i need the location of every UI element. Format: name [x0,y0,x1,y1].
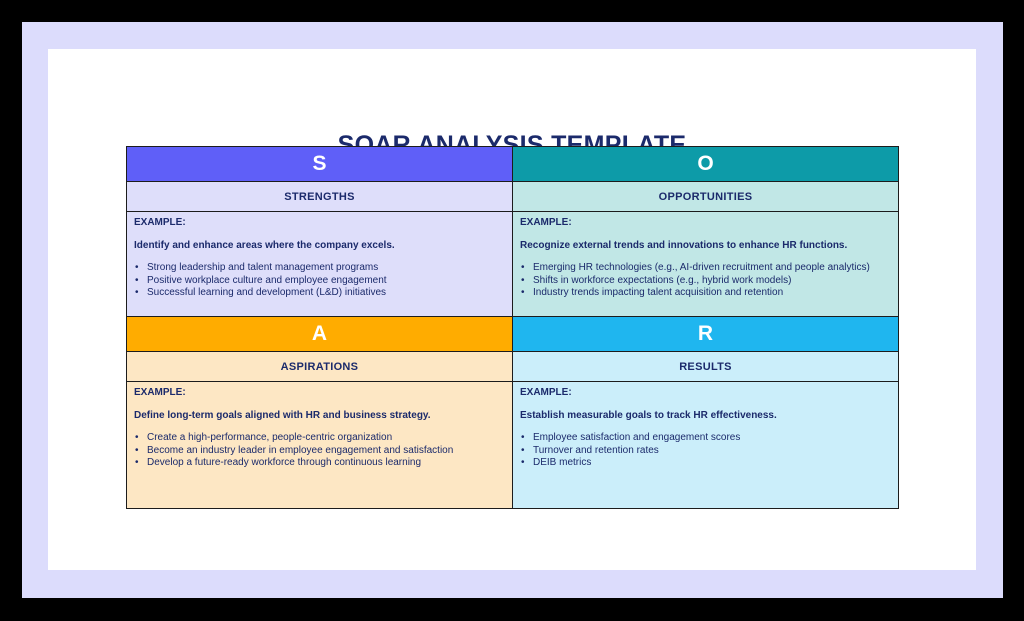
results-bullet-list: Employee satisfaction and engagement sco… [520,432,891,470]
results-label: RESULTS [513,352,898,382]
list-item: Successful learning and development (L&D… [134,287,505,300]
list-item: Turnover and retention rates [520,445,891,458]
list-item: Create a high-performance, people-centri… [134,432,505,445]
list-item: DEIB metrics [520,457,891,470]
aspirations-letter-header: A [127,317,513,352]
list-item: Develop a future-ready workforce through… [134,457,505,470]
list-item: Emerging HR technologies (e.g., AI-drive… [520,262,891,275]
list-item: Strong leadership and talent management … [134,262,505,275]
results-letter-header: R [513,317,898,352]
strengths-letter-header: S [127,147,513,182]
opportunities-label: OPPORTUNITIES [513,182,898,212]
strengths-bullet-list: Strong leadership and talent management … [134,262,505,300]
aspirations-example-label: EXAMPLE: [134,387,186,398]
aspirations-bullet-list: Create a high-performance, people-centri… [134,432,505,470]
results-description: Establish measurable goals to track HR e… [520,410,777,421]
list-item: Positive workplace culture and employee … [134,275,505,288]
strengths-description: Identify and enhance areas where the com… [134,240,395,251]
list-item: Employee satisfaction and engagement sco… [520,432,891,445]
opportunities-bullet-list: Emerging HR technologies (e.g., AI-drive… [520,262,891,300]
soar-grid: S O STRENGTHS OPPORTUNITIES EXAMPLE: Ide… [126,146,899,509]
strengths-body: EXAMPLE: Identify and enhance areas wher… [127,212,513,317]
aspirations-label: ASPIRATIONS [127,352,513,382]
results-example-label: EXAMPLE: [520,387,572,398]
list-item: Shifts in workforce expectations (e.g., … [520,275,891,288]
results-body: EXAMPLE: Establish measurable goals to t… [513,382,898,508]
opportunities-body: EXAMPLE: Recognize external trends and i… [513,212,898,317]
list-item: Industry trends impacting talent acquisi… [520,287,891,300]
opportunities-letter-header: O [513,147,898,182]
list-item: Become an industry leader in employee en… [134,445,505,458]
strengths-example-label: EXAMPLE: [134,217,186,228]
strengths-label: STRENGTHS [127,182,513,212]
aspirations-description: Define long-term goals aligned with HR a… [134,410,431,421]
opportunities-example-label: EXAMPLE: [520,217,572,228]
opportunities-description: Recognize external trends and innovation… [520,240,848,251]
aspirations-body: EXAMPLE: Define long-term goals aligned … [127,382,513,508]
